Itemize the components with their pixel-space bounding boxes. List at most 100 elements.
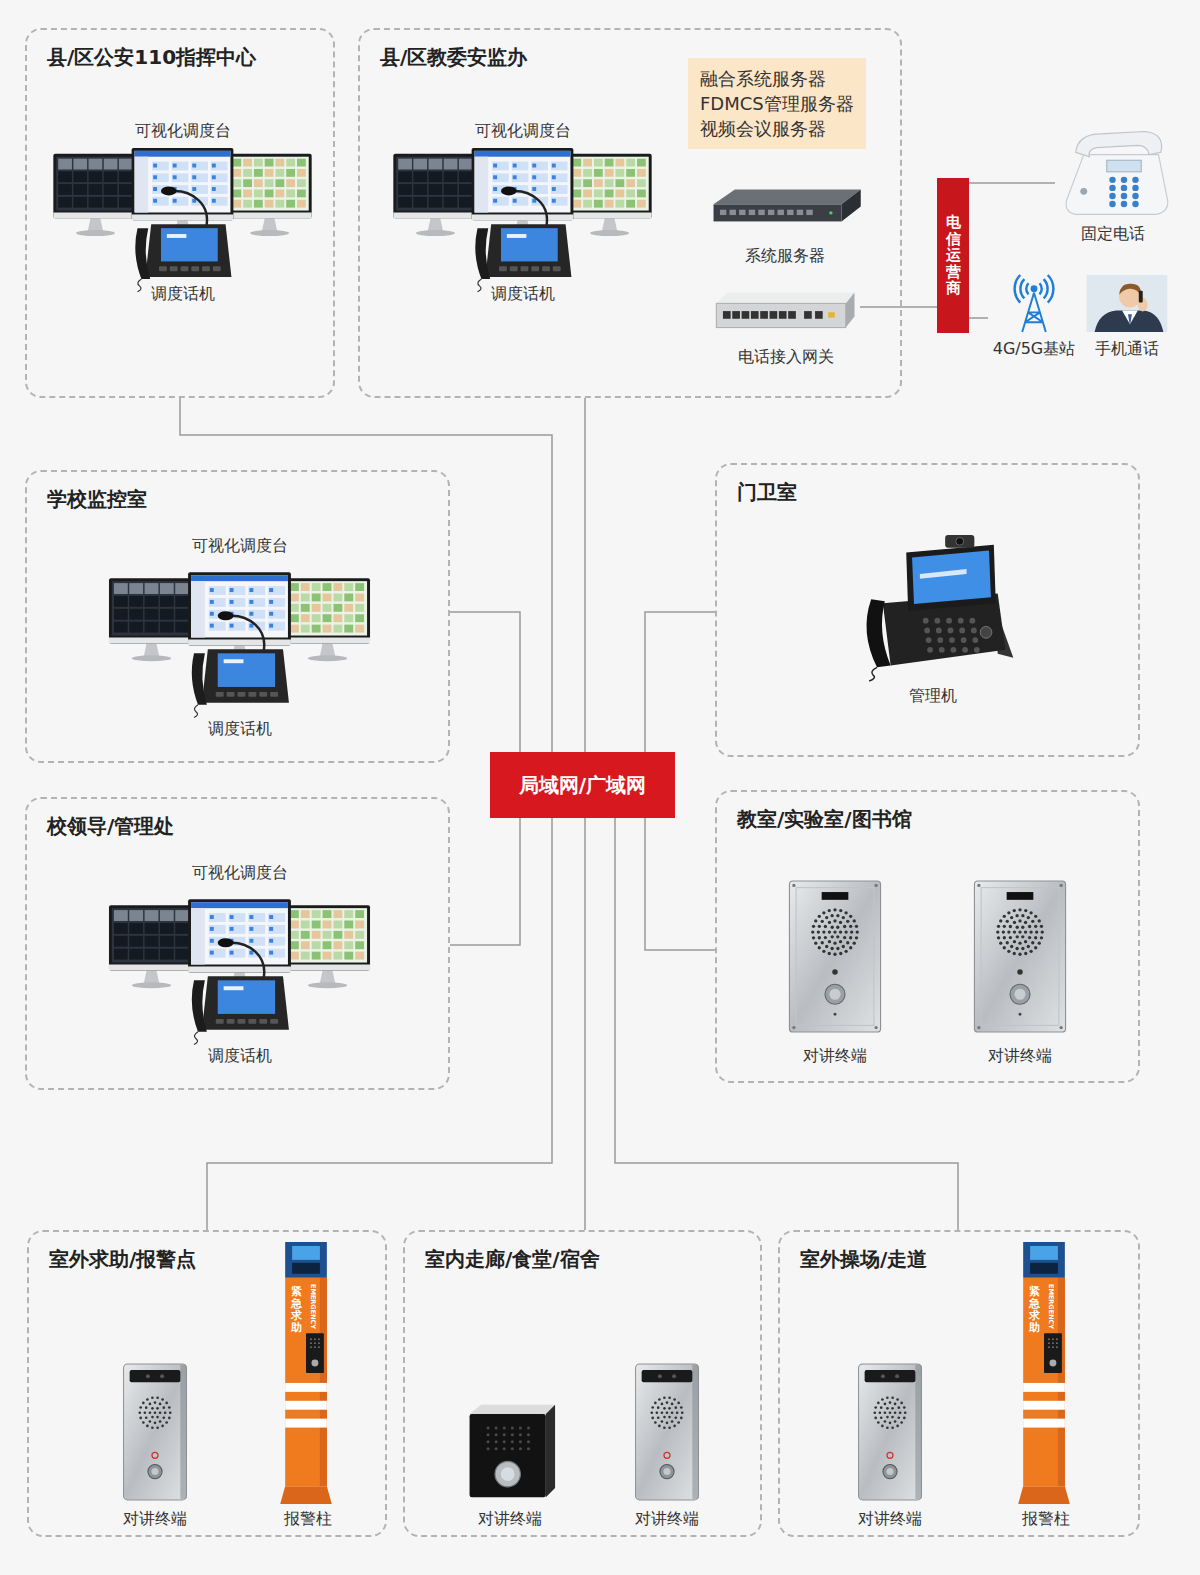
illustration-part (884, 1420, 887, 1423)
region-box: 室内走廊/食堂/宿舍对讲终端对讲终端 (403, 1230, 762, 1537)
illustration-part (674, 1416, 677, 1419)
illustration-part (900, 1421, 903, 1424)
illustration-part (145, 923, 159, 934)
illustration-part (997, 936, 1000, 939)
illustration-part (1058, 1278, 1065, 1486)
illustration-part (1048, 1342, 1050, 1344)
illustration-part (1020, 279, 1024, 298)
illustration-part (546, 1405, 555, 1497)
region-box: 校领导/管理处可视化调度台调度话机 (25, 797, 450, 1090)
illustration-part (927, 647, 933, 653)
person-illustration (1084, 275, 1170, 334)
illustration-part (129, 622, 143, 633)
illustration-part (770, 311, 778, 319)
illustration-part (333, 583, 342, 591)
illustration-part (290, 910, 299, 918)
illustration-part (945, 535, 974, 548)
illustration-part (512, 173, 529, 182)
illustration-part (936, 627, 942, 633)
illustration-part (958, 618, 964, 624)
illustration-part (285, 1383, 327, 1392)
illustration-part (487, 1426, 490, 1429)
illustration-part (156, 1416, 159, 1419)
illustration-part (213, 266, 221, 271)
illustration-part (1023, 1401, 1065, 1410)
illustration-part (605, 159, 614, 167)
illustration-part (657, 1416, 660, 1419)
console-illustration (390, 144, 655, 281)
illustration-part (212, 199, 216, 203)
illustration-part (666, 1422, 669, 1425)
illustration-part (275, 159, 284, 167)
illustration-part (413, 184, 427, 195)
illustration-part (626, 159, 635, 167)
illustration-part (314, 1346, 316, 1348)
illustration-part (874, 884, 877, 887)
illustration-part (849, 925, 852, 928)
illustration-part (290, 941, 299, 949)
illustration-part (114, 622, 128, 633)
illustration-part (642, 1370, 693, 1382)
illustration-part (218, 611, 234, 620)
illustration-part (1015, 275, 1054, 332)
illustration-part (1041, 930, 1044, 933)
illustration-part (344, 920, 353, 928)
illustration-part (191, 581, 205, 637)
illustration-part (658, 1398, 661, 1401)
illustration-part (398, 197, 412, 208)
illustration-part (849, 915, 852, 918)
illustration-part (583, 169, 592, 177)
dispatch-console: 可视化调度台调度话机 (390, 120, 655, 305)
device-caption: 管理机 (909, 685, 957, 707)
illustration-part (355, 604, 364, 612)
illustration-part (1132, 193, 1138, 199)
illustration-part (493, 164, 497, 168)
illustration-part (194, 705, 198, 718)
illustration-part (428, 218, 444, 232)
illustration-part (1027, 916, 1030, 919)
illustration-part (605, 190, 614, 198)
device-caption: 调度话机 (208, 718, 272, 740)
device-node: 对讲终端 (615, 1362, 719, 1530)
illustration-part (503, 1426, 506, 1429)
region-title: 县/区公安110指挥中心 (27, 30, 256, 71)
illustration-part (286, 169, 295, 177)
device-node: 对讲终端 (103, 1362, 207, 1530)
illustration-part (527, 1447, 530, 1450)
illustration-part (492, 173, 509, 182)
device-node: 管理机 (845, 535, 1020, 707)
illustration-part (1031, 920, 1034, 923)
illustration-part (572, 190, 581, 198)
illustration-part (552, 199, 556, 203)
illustration-part (903, 1406, 906, 1409)
illustration-part (1023, 1278, 1065, 1486)
illustration-part (828, 940, 831, 943)
illustration-part (181, 266, 189, 271)
illustration-part (109, 905, 194, 970)
illustration-part (286, 190, 295, 198)
illustration-part (230, 588, 234, 592)
illustration-part (212, 164, 216, 168)
illustration-part (139, 1406, 142, 1409)
illustration-part (249, 951, 253, 955)
illustration-part (146, 1425, 149, 1428)
illustration-part (839, 909, 842, 912)
illustration-part (444, 184, 458, 195)
illustration-part (297, 200, 306, 208)
illustration-part (532, 187, 536, 191)
illustration-part (833, 942, 836, 945)
illustration-part (149, 1403, 152, 1406)
illustration-part (162, 1416, 165, 1419)
illustration-part (974, 647, 980, 653)
illustration-part (477, 279, 481, 292)
illustration-part (144, 643, 160, 657)
illustration-part (501, 228, 558, 261)
illustration-part (230, 915, 234, 919)
illustration-part (1034, 936, 1037, 939)
illustration-part (676, 1411, 679, 1414)
illustration-part (230, 600, 234, 604)
illustration-part (836, 926, 839, 929)
illustration-part (209, 622, 226, 631)
illustration-part (209, 925, 226, 934)
illustration-part (830, 947, 833, 950)
